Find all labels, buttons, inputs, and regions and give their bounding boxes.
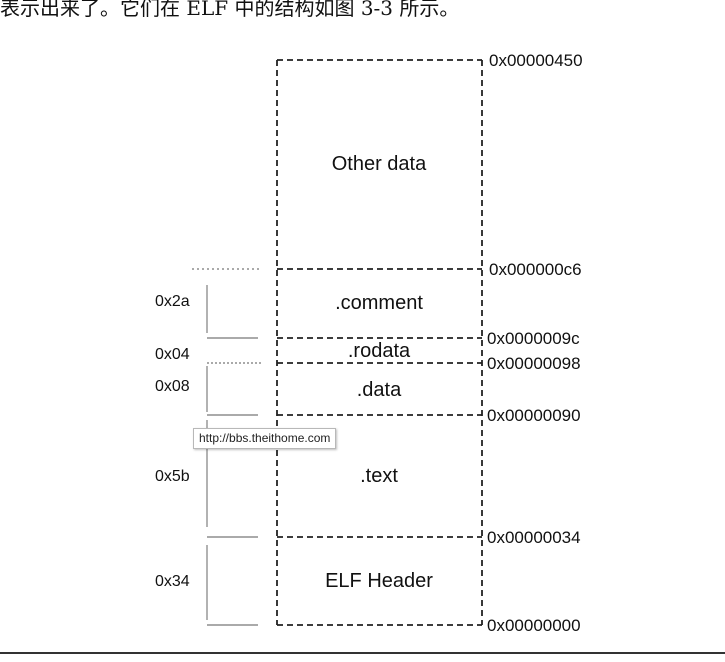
segment-elf-header-label: ELF Header	[325, 570, 433, 592]
segment-data-label: .data	[357, 379, 402, 401]
segment-text-label: .text	[360, 465, 398, 487]
segment-comment-label: .comment	[335, 292, 423, 314]
segment-rodata-label: .rodata	[348, 340, 411, 362]
address-label: 0x00000450	[489, 51, 583, 70]
segment-other-data-label: Other data	[332, 153, 427, 175]
size-label: 0x5b	[155, 468, 190, 485]
address-label: 0x00000000	[487, 616, 581, 635]
caption-text: 表示出来了。它们在 ELF 中的结构如图 3-3 所示。	[0, 0, 460, 20]
size-label: 0x04	[155, 346, 190, 363]
diagram-lines	[192, 59, 483, 626]
address-label: 0x0000009c	[487, 329, 580, 348]
address-label: 0x00000090	[487, 406, 581, 425]
watermark-tooltip: http://bbs.theithome.com	[193, 428, 337, 449]
address-label: 0x00000034	[487, 528, 581, 547]
address-label: 0x00000098	[487, 354, 581, 373]
size-label: 0x08	[155, 378, 190, 395]
size-label: 0x2a	[155, 293, 190, 310]
size-label: 0x34	[155, 573, 190, 590]
bottom-rule	[0, 652, 725, 654]
address-label: 0x000000c6	[489, 260, 582, 279]
